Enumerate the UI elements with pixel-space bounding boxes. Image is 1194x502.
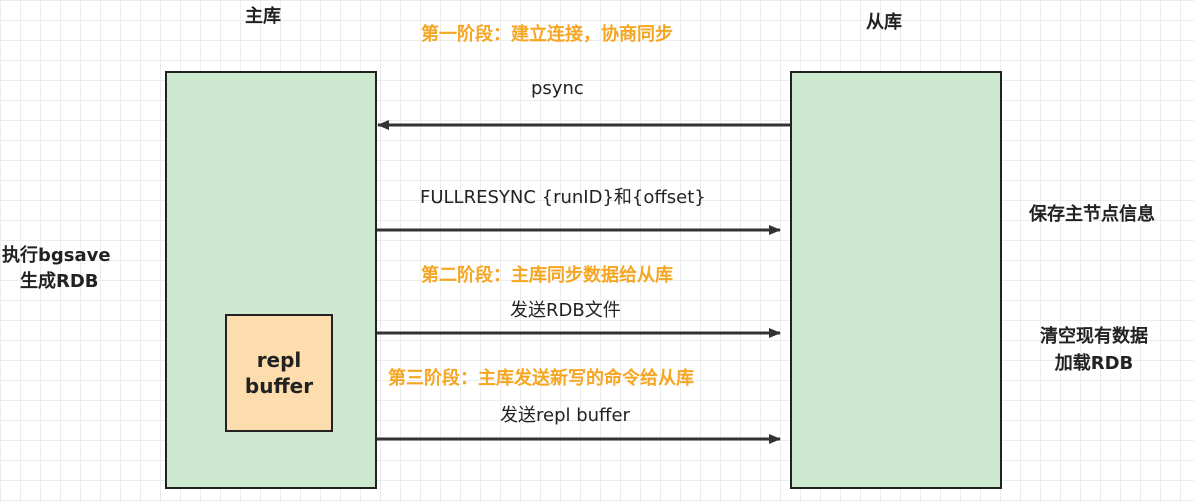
master-note-line-2: 生成RDB: [20, 271, 99, 292]
psync-label: psync: [531, 78, 584, 99]
repl-buffer: repl buffer: [225, 314, 333, 432]
send-rdb-label: 发送RDB文件: [510, 300, 621, 321]
repl-buffer-line-2: buffer: [244, 374, 314, 398]
phase-3-label: 第三阶段：主库发送新写的命令给从库: [388, 368, 694, 389]
replica-side-note-2: 清空现有数据 加载RDB: [1040, 323, 1148, 377]
master-title: 主库: [245, 6, 281, 27]
replica-note-line-2: 加载RDB: [1054, 353, 1134, 374]
replica-note-line-1: 清空现有数据: [1040, 326, 1148, 347]
phase-1-label: 第一阶段：建立连接，协商同步: [421, 24, 673, 45]
master-side-note: 执行bgsave 生成RDB: [2, 243, 111, 295]
send-buffer-label: 发送repl buffer: [500, 405, 630, 426]
replica-node: [790, 71, 1002, 489]
phase-2-label: 第二阶段：主库同步数据给从库: [421, 265, 673, 286]
repl-buffer-line-1: repl: [256, 348, 302, 372]
replica-title: 从库: [866, 12, 902, 33]
replica-side-note-1: 保存主节点信息: [1029, 204, 1155, 225]
fullresync-label: FULLRESYNC {runID}和{offset}: [420, 187, 706, 208]
master-note-line-1: 执行bgsave: [2, 245, 111, 266]
